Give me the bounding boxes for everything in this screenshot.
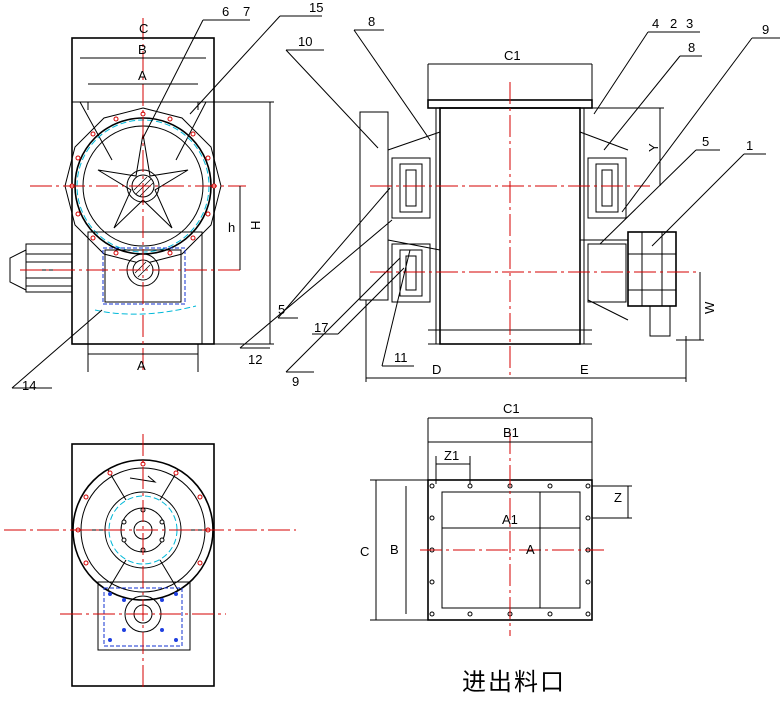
- side-label-4: 4: [652, 16, 659, 31]
- side-pulley-cover: [359, 111, 389, 301]
- port-title: 进出料口: [462, 668, 566, 696]
- side-label-2: 2: [670, 16, 677, 31]
- side-label-17: 17: [314, 320, 328, 335]
- side-dim-e: E: [580, 362, 589, 377]
- port-dim-b1: B1: [503, 425, 519, 440]
- rotor-star: [97, 133, 189, 229]
- drive-box: [87, 231, 203, 345]
- side-label-5-right: 5: [702, 134, 709, 149]
- front-label-7: 7: [243, 4, 250, 19]
- rear-gearbox-bolts: [108, 592, 178, 642]
- front-dim-h: H: [248, 221, 263, 230]
- front-view: C B A A H h 6 7 15 10 5 12 9 14: [9, 0, 401, 393]
- port-dim-a1: A1: [502, 512, 518, 527]
- side-motor: [587, 231, 677, 337]
- side-dim-c1: C1: [504, 48, 521, 63]
- side-label-1: 1: [746, 138, 753, 153]
- side-label-9-left: 9: [292, 374, 299, 389]
- front-dim-b: B: [138, 42, 147, 57]
- front-dim-a-bottom: A: [137, 358, 146, 373]
- side-label-10: 10: [298, 34, 312, 49]
- front-motor: [9, 243, 73, 293]
- front-label-15: 15: [309, 0, 323, 15]
- rear-hub-bolts: [121, 507, 165, 553]
- side-label-9-right: 9: [762, 22, 769, 37]
- side-label-5-left: 5: [278, 302, 285, 317]
- front-dim-a-top: A: [138, 68, 147, 83]
- port-dim-a: A: [526, 542, 535, 557]
- port-dim-z1: Z1: [444, 448, 459, 463]
- port-dim-c: C: [360, 544, 369, 559]
- side-dim-y: Y: [646, 143, 661, 152]
- port-dim-b: B: [390, 542, 399, 557]
- port-view: C1 B1 Z1 Z A1 A C B 进出料口: [360, 401, 632, 696]
- side-view: C1 D E Y W 8 4 2 3 8 9 5 1 17 11: [312, 14, 780, 382]
- front-dim-h-small: h: [228, 220, 235, 235]
- port-dim-c1: C1: [503, 401, 520, 416]
- side-dim-d: D: [432, 362, 441, 377]
- side-label-11: 11: [394, 350, 408, 365]
- front-label-14: 14: [22, 378, 36, 393]
- side-label-8-left: 8: [368, 14, 375, 29]
- side-label-8-right: 8: [688, 40, 695, 55]
- side-dim-w: W: [702, 301, 717, 314]
- port-dim-z: Z: [614, 490, 622, 505]
- front-dim-c: C: [139, 21, 148, 36]
- side-label-3: 3: [686, 16, 693, 31]
- rear-view: [4, 434, 296, 690]
- front-label-6: 6: [222, 4, 229, 19]
- side-label-12: 12: [248, 352, 262, 367]
